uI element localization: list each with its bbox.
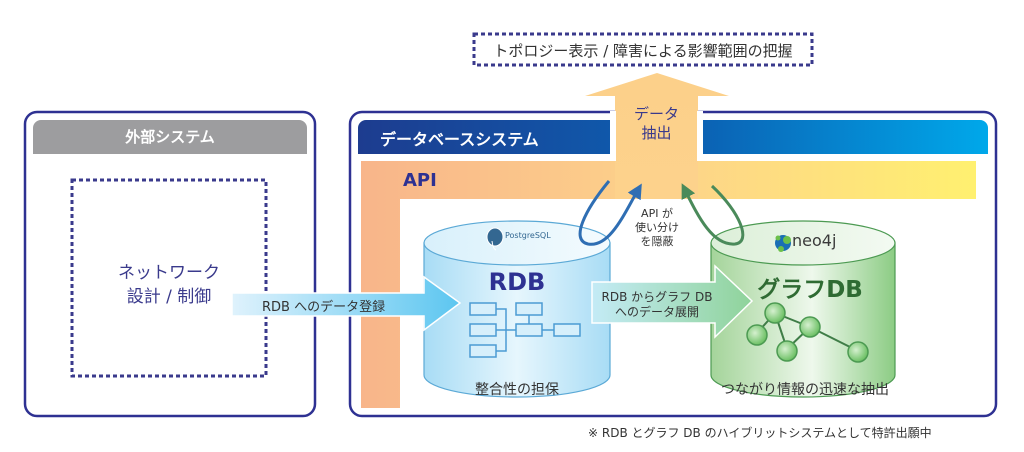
expand-arrow-label-line1: RDB からグラフ DB — [601, 290, 713, 304]
expand-arrow-label-line2: へのデータ展開 — [614, 305, 699, 319]
neo4j-logo-icon — [775, 235, 791, 252]
network-label-line1: ネットワーク — [118, 263, 220, 283]
data-extract-label-line1: データ — [633, 105, 679, 123]
rdb-caption: 整合性の担保 — [475, 382, 559, 398]
postgresql-logo-text: PostgreSQL — [505, 231, 551, 240]
api-label: API — [403, 170, 437, 191]
external-system-header — [33, 120, 307, 154]
patent-footnote: ※ RDB とグラフ DB のハイブリットシステムとして特許出願中 — [588, 426, 932, 440]
rdb-schema-icon — [469, 302, 581, 358]
api-note-line2: 使い分け — [635, 221, 679, 234]
neo4j-logo-text: neo4j — [792, 231, 837, 250]
network-design-box — [70, 178, 268, 378]
register-arrow-label: RDB へのデータ登録 — [262, 300, 386, 315]
rdb-api-curve-arrow — [578, 180, 642, 246]
top-result-label: トポロジー表示 / 障害による影響範囲の把握 — [493, 42, 793, 60]
graphdb-api-curve-arrow — [681, 183, 745, 246]
api-band — [361, 161, 976, 408]
graphdb-title: グラフDB — [757, 277, 863, 303]
rdb-cylinder — [423, 220, 611, 398]
data-extract-label-line2: 抽出 — [641, 124, 672, 142]
graphdb-caption: つながり情報の迅速な抽出 — [721, 382, 889, 398]
database-system-title: データベースシステム — [380, 130, 539, 149]
api-note-line3: を隠蔽 — [640, 235, 674, 248]
external-system-panel — [23, 110, 317, 418]
data-extract-arrow — [585, 73, 729, 199]
api-note-line1: API が — [641, 207, 673, 220]
expand-data-arrow — [591, 264, 754, 339]
external-system-title: 外部システム — [125, 128, 215, 146]
graph-network-icon — [746, 302, 869, 363]
network-label-line2: 設計 / 制御 — [126, 287, 212, 307]
top-result-box — [472, 32, 814, 67]
rdb-title: RDB — [488, 268, 546, 296]
postgresql-logo-icon — [486, 227, 504, 251]
register-data-arrow — [231, 275, 462, 332]
